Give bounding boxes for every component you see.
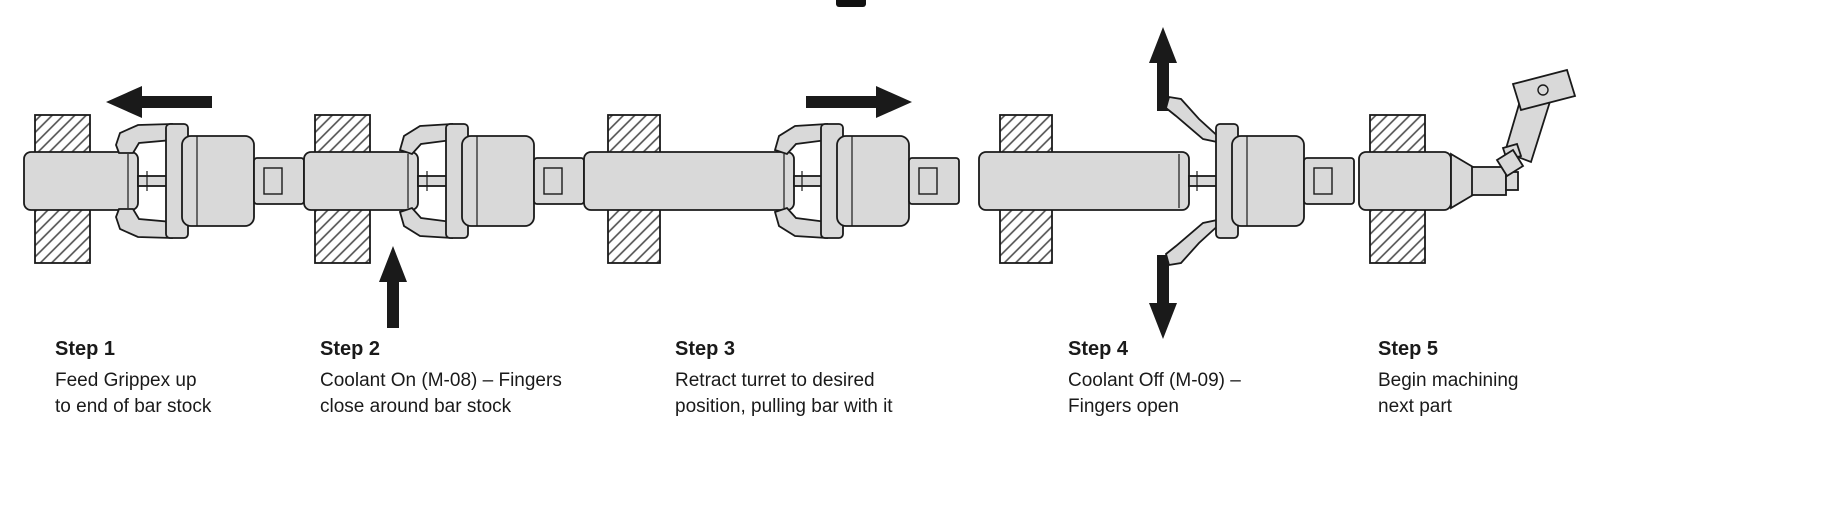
step-5-line-1: Begin machining bbox=[1378, 370, 1519, 391]
arrow-right-icon bbox=[806, 86, 912, 118]
cutting-insert bbox=[1495, 148, 1525, 178]
gripper-finger-top bbox=[1164, 95, 1223, 145]
gripper-finger-bottom bbox=[773, 206, 828, 239]
step-3-line-2: position, pulling bar with it bbox=[675, 396, 893, 417]
tool-clamp-block bbox=[1511, 68, 1577, 112]
step-3-title: Step 3 bbox=[675, 338, 736, 360]
gripper-body bbox=[1231, 135, 1305, 227]
gripper-finger-top bbox=[773, 123, 828, 156]
step-5-title: Step 5 bbox=[1378, 338, 1439, 360]
step-4-caption: Step 4 Coolant Off (M-09) – Fingers open bbox=[1068, 338, 1241, 420]
gripper-body bbox=[181, 135, 255, 227]
bar-stock bbox=[303, 151, 419, 211]
step-4-line-2: Fingers open bbox=[1068, 396, 1179, 417]
bar-stock bbox=[583, 151, 795, 211]
shank-key-detail bbox=[263, 167, 283, 195]
step-1-title: Step 1 bbox=[55, 338, 116, 360]
gripper-body bbox=[461, 135, 535, 227]
bar-stock bbox=[1358, 151, 1452, 211]
figure-step-3 bbox=[583, 86, 960, 264]
gripper-finger-bottom bbox=[1164, 217, 1223, 267]
step-5-caption: Step 5 Begin machining next part bbox=[1378, 338, 1518, 420]
shank-key-detail bbox=[543, 167, 563, 195]
step-5-line-2: next part bbox=[1378, 396, 1452, 417]
step-1-line-1: Feed Grippex up bbox=[55, 370, 197, 391]
step-2-line-2: close around bar stock bbox=[320, 396, 512, 417]
figure-step-5 bbox=[1358, 68, 1577, 264]
gripper-shank bbox=[533, 157, 585, 205]
step-2-caption: Step 2 Coolant On (M-08) – Fingers close… bbox=[320, 338, 562, 420]
turned-shaft bbox=[1471, 166, 1507, 196]
clamp-screw bbox=[1537, 84, 1549, 96]
gripper-shank bbox=[908, 157, 960, 205]
gripper-finger-bottom bbox=[115, 208, 173, 239]
step-1-caption: Step 1 Feed Grippex up to end of bar sto… bbox=[55, 338, 211, 420]
arrow-down-icon bbox=[1149, 255, 1177, 339]
step-4-line-1: Coolant Off (M-09) – bbox=[1068, 370, 1241, 391]
arrow-left-icon bbox=[106, 86, 212, 118]
step-2-line-1: Coolant On (M-08) – Fingers bbox=[320, 370, 562, 391]
figure-step-1 bbox=[23, 86, 305, 264]
gripper-finger-bottom bbox=[398, 206, 453, 239]
step-1-line-2: to end of bar stock bbox=[55, 396, 212, 417]
gripper-body bbox=[836, 135, 910, 227]
bar-stock bbox=[23, 151, 139, 211]
figure-step-4 bbox=[978, 27, 1355, 339]
step-4-title: Step 4 bbox=[1068, 338, 1129, 360]
cropped-header-mark bbox=[836, 0, 866, 7]
bar-stock bbox=[978, 151, 1190, 211]
step-2-title: Step 2 bbox=[320, 338, 381, 360]
shank-key-detail bbox=[1313, 167, 1333, 195]
figure-step-2 bbox=[303, 114, 585, 328]
gripper-shank bbox=[1303, 157, 1355, 205]
step-3-caption: Step 3 Retract turret to desired positio… bbox=[675, 338, 893, 420]
gripper-finger-top bbox=[115, 123, 173, 154]
arrow-up-icon bbox=[1149, 27, 1177, 111]
shank-key-detail bbox=[918, 167, 938, 195]
arrow-up-icon bbox=[379, 246, 407, 328]
turned-taper bbox=[1450, 152, 1474, 210]
gripper-shank bbox=[253, 157, 305, 205]
gripper-finger-top bbox=[398, 123, 453, 156]
step-3-line-1: Retract turret to desired bbox=[675, 370, 875, 391]
